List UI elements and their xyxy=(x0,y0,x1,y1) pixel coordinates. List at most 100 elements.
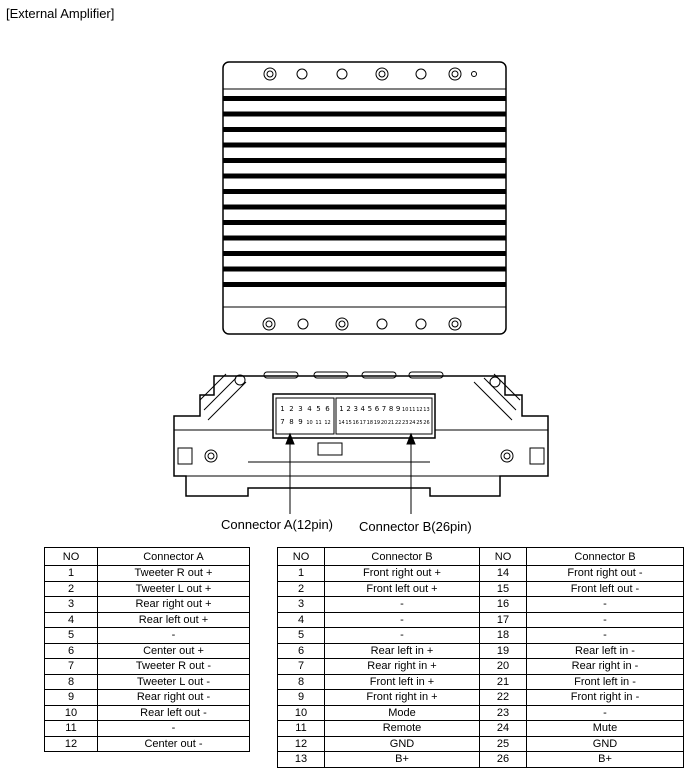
pin-number-label: 22 xyxy=(395,420,401,426)
pin-number-label: 25 xyxy=(416,420,422,426)
pin-function-cell: - xyxy=(324,596,480,613)
screw-icon xyxy=(500,449,514,463)
pin-number-label: 2 xyxy=(289,405,293,413)
pin-number-cell: 24 xyxy=(479,720,527,737)
heatsink-fin xyxy=(223,111,506,117)
screw-icon xyxy=(375,67,389,81)
pin-function-cell: Front left out + xyxy=(324,580,480,597)
pin-number-label: 20 xyxy=(381,420,387,426)
screw-icon xyxy=(448,67,462,81)
pin-number-label: 18 xyxy=(367,420,373,426)
pin-number-label: 16 xyxy=(353,420,359,426)
top-mount-screws xyxy=(263,67,477,81)
hole-icon xyxy=(415,68,427,80)
hole-icon xyxy=(376,318,388,330)
pin-function-cell: GND xyxy=(324,735,480,752)
screw-icon xyxy=(335,317,349,331)
pin-number-cell: 6 xyxy=(277,642,325,659)
pin-number-label: 7 xyxy=(382,405,386,413)
table-header-row: NO Connector B NO Connector B xyxy=(277,547,684,566)
hole-icon xyxy=(296,68,308,80)
pin-function-cell: - xyxy=(526,611,684,628)
table-row: 4-17- xyxy=(277,611,684,628)
pin-function-cell: Tweeter L out + xyxy=(97,580,250,597)
pin-function-cell: Center out - xyxy=(97,735,250,752)
connector-b-label: Connector B(26pin) xyxy=(359,519,472,534)
pin-number-cell: 7 xyxy=(44,658,98,675)
heatsink-fin xyxy=(223,127,506,132)
screw-icon xyxy=(262,317,276,331)
screw-icon xyxy=(204,449,218,463)
pin-number-label: 2 xyxy=(346,405,350,413)
pin-function-cell: Front right in + xyxy=(324,689,480,706)
pin-function-cell: Front right out - xyxy=(526,565,684,582)
pin-number-label: 24 xyxy=(409,420,415,426)
connector-a-housing xyxy=(275,397,335,435)
heatsink-fin xyxy=(223,173,506,179)
column-header-no: NO xyxy=(44,547,98,566)
diagram-title: [External Amplifier] xyxy=(6,6,115,21)
pin-function-cell: - xyxy=(324,627,480,644)
table-header-row: NO Connector A xyxy=(44,547,250,566)
pin-number-label: 3 xyxy=(298,405,302,413)
pin-number-cell: 9 xyxy=(44,689,98,706)
pin-function-cell: Rear left in + xyxy=(324,642,480,659)
pin-function-cell: - xyxy=(526,596,684,613)
pin-number-cell: 5 xyxy=(277,627,325,644)
pin-function-cell: Front left in - xyxy=(526,673,684,690)
pin-number-cell: 5 xyxy=(44,627,98,644)
pin-function-cell: - xyxy=(97,627,250,644)
pin-function-cell: - xyxy=(97,720,250,737)
hole-icon xyxy=(415,318,427,330)
vent-slots xyxy=(263,371,444,379)
pin-number-label: 21 xyxy=(388,420,394,426)
pin-number-label: 17 xyxy=(360,420,366,426)
screw-icon xyxy=(448,317,462,331)
pin-number-cell: 25 xyxy=(479,735,527,752)
bottom-mount-screws xyxy=(262,317,462,331)
pin-number-cell: 13 xyxy=(277,751,325,768)
pin-number-cell: 14 xyxy=(479,565,527,582)
pin-number-label: 10 xyxy=(306,420,312,426)
pin-number-label: 12 xyxy=(324,420,330,426)
pin-function-cell: Center out + xyxy=(97,642,250,659)
table-row: 3-16- xyxy=(277,596,684,613)
heatsink-fin xyxy=(223,220,506,225)
pin-function-cell: Mode xyxy=(324,704,480,721)
column-header-connector-a: Connector A xyxy=(97,547,250,566)
pin-function-cell: Remote xyxy=(324,720,480,737)
pin-number-label: 15 xyxy=(345,420,351,426)
pin-number-label: 11 xyxy=(315,420,321,426)
arrow-icon xyxy=(285,432,295,445)
column-header-no: NO xyxy=(277,547,325,566)
heatsink-fin xyxy=(223,96,506,101)
pin-number-cell: 10 xyxy=(44,704,98,721)
pin-number-label: 8 xyxy=(289,418,293,426)
pin-number-label: 12 xyxy=(416,407,422,413)
heatsink-fin xyxy=(223,266,506,272)
screw-icon xyxy=(263,67,277,81)
pin-number-cell: 2 xyxy=(277,580,325,597)
pin-number-cell: 4 xyxy=(277,611,325,628)
pin-number-cell: 8 xyxy=(277,673,325,690)
pin-number-label: 5 xyxy=(316,405,320,413)
pin-number-cell: 11 xyxy=(44,720,98,737)
pin-function-cell: Tweeter R out - xyxy=(97,658,250,675)
pin-number-label: 3 xyxy=(353,405,357,413)
pin-number-cell: 12 xyxy=(277,735,325,752)
pin-function-cell: Front left in + xyxy=(324,673,480,690)
